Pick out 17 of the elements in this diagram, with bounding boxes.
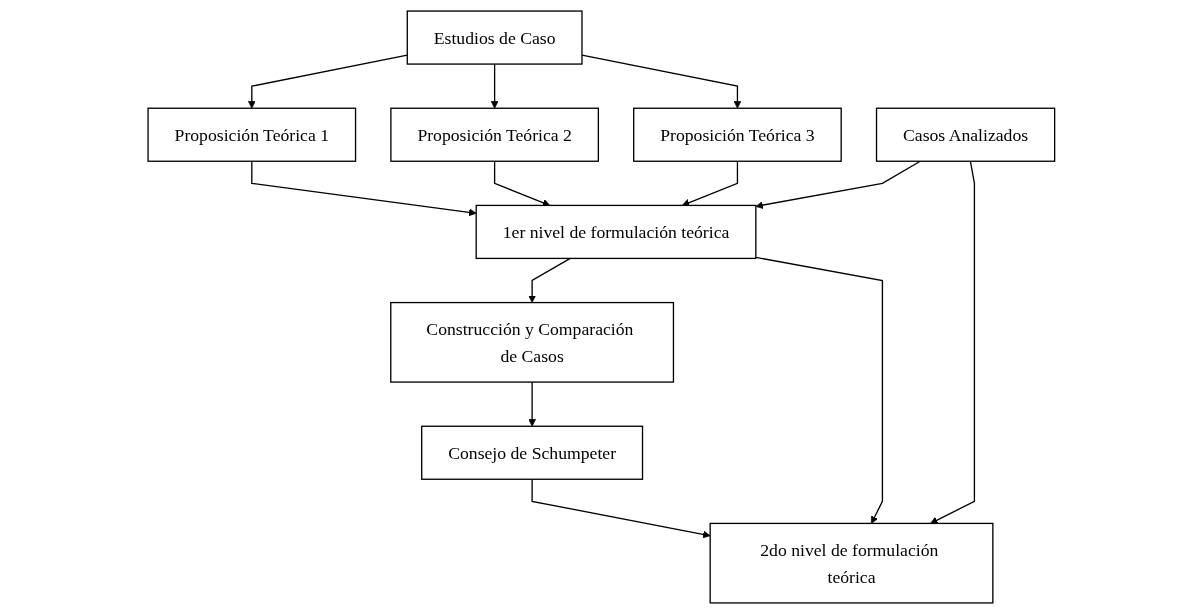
node-box: Estudios de Caso (406, 10, 583, 65)
arrow (681, 160, 738, 207)
node-box: Casos Analizados (875, 107, 1055, 162)
node-box: Construcción y Comparación de Casos (389, 301, 674, 383)
arrow (493, 160, 550, 207)
arrow (490, 63, 499, 109)
node-box: Proposición Teórica 1 (147, 107, 356, 162)
node-box: Consejo de Schumpeter (420, 425, 643, 480)
node-box: 2do nivel de formulación teórica (709, 522, 994, 604)
node-box: Proposición Teórica 3 (632, 107, 842, 162)
node-box: 1er nivel de formulación teórica (475, 204, 757, 260)
arrow (527, 257, 571, 303)
arrow (755, 160, 921, 209)
node-box: Proposición Teórica 2 (389, 107, 599, 162)
arrow (929, 160, 975, 524)
arrow (754, 256, 883, 524)
arrow (527, 381, 536, 427)
